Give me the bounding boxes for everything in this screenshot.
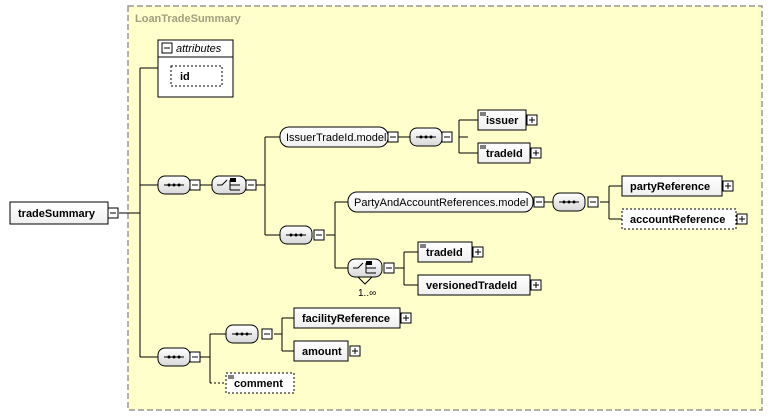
- element-issuer[interactable]: issuer: [477, 109, 538, 131]
- sequence-compositor[interactable]: [279, 225, 325, 245]
- issuer-label: issuer: [486, 115, 519, 127]
- issuer-model-group[interactable]: IssuerTradeId.model: [279, 126, 399, 148]
- connector-lines: [119, 67, 622, 384]
- party-model-label: PartyAndAccountReferences.model: [354, 197, 528, 209]
- party-reference-label: partyReference: [630, 181, 710, 193]
- root-label: tradeSummary: [18, 208, 96, 220]
- trade-id-label: tradeId: [426, 247, 463, 259]
- comment-label: comment: [234, 378, 283, 390]
- element-trade-id-top[interactable]: tradeId: [477, 142, 542, 164]
- element-facility-reference[interactable]: facilityReference: [293, 307, 412, 329]
- party-model-group[interactable]: PartyAndAccountReferences.model: [347, 191, 545, 213]
- facility-reference-label: facilityReference: [302, 313, 390, 325]
- versioned-trade-id-label: versionedTradeId: [426, 280, 517, 292]
- group-title: LoanTradeSummary: [135, 13, 242, 25]
- sequence-compositor[interactable]: [157, 175, 201, 195]
- element-trade-id-mid[interactable]: tradeId: [417, 241, 484, 263]
- attributes-title: attributes: [176, 43, 222, 55]
- attribute-id: id: [180, 71, 190, 83]
- account-reference-label: accountReference: [630, 214, 725, 226]
- element-comment[interactable]: comment: [225, 372, 295, 394]
- collapse-icon[interactable]: [107, 207, 119, 219]
- issuer-model-label: IssuerTradeId.model: [286, 132, 386, 144]
- element-amount[interactable]: amount: [293, 340, 361, 362]
- element-party-reference[interactable]: partyReference: [621, 175, 734, 197]
- sequence-compositor[interactable]: [157, 347, 201, 367]
- choice-compositor-repeat[interactable]: 1..∞: [347, 258, 395, 299]
- sequence-compositor[interactable]: [225, 324, 273, 344]
- choice-compositor[interactable]: [211, 175, 257, 195]
- trade-id-label: tradeId: [486, 148, 523, 160]
- element-versioned-trade-id[interactable]: versionedTradeId: [417, 274, 542, 296]
- sequence-compositor[interactable]: [552, 192, 599, 212]
- element-account-reference[interactable]: accountReference: [621, 208, 748, 230]
- sequence-compositor[interactable]: [409, 127, 453, 147]
- root-element-trade-summary[interactable]: tradeSummary: [9, 201, 119, 225]
- attributes-box[interactable]: attributes id: [157, 39, 234, 98]
- collapse-icon[interactable]: [161, 42, 173, 54]
- cardinality-label: 1..∞: [358, 288, 376, 299]
- amount-label: amount: [302, 346, 342, 358]
